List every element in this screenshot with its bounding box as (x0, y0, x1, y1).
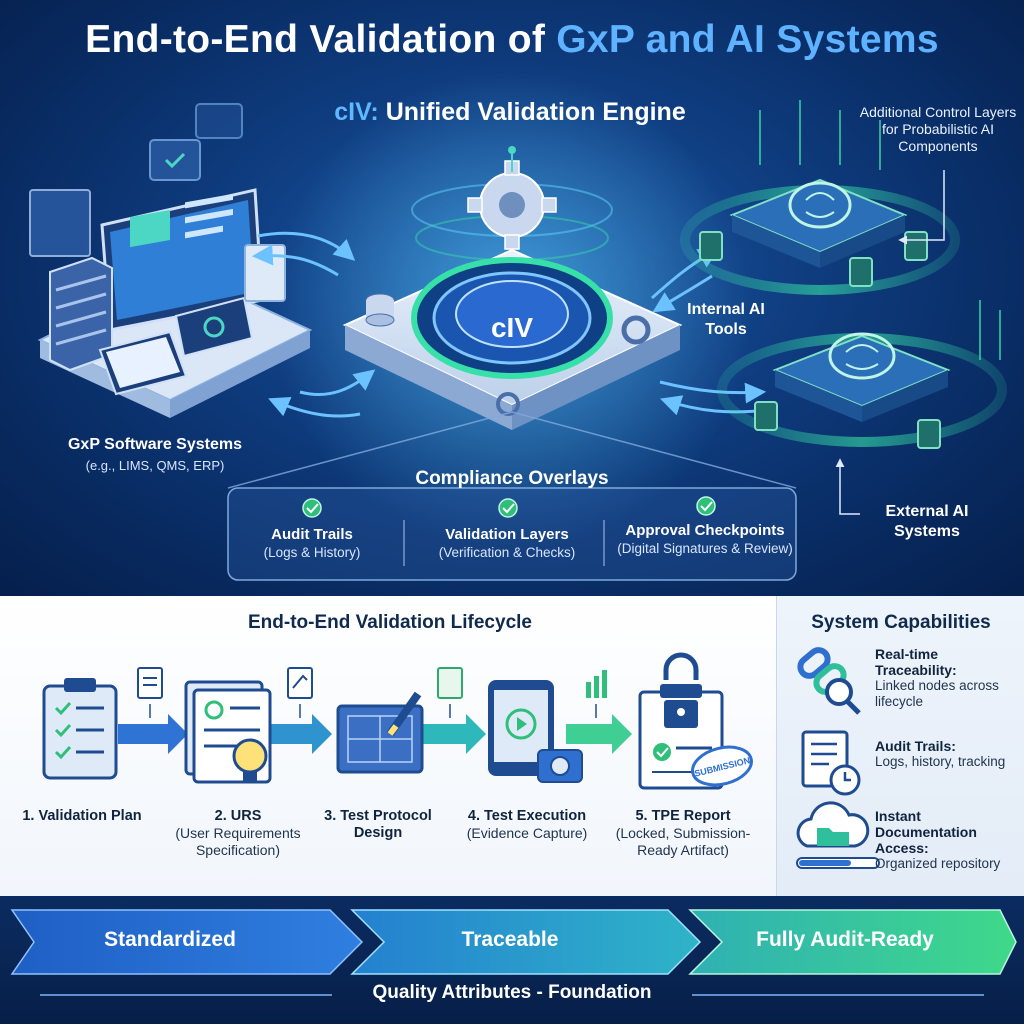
capability-sub: Logs, history, tracking (875, 754, 1006, 769)
compliance-item-title: Audit Trails (271, 526, 353, 543)
test-execution-icon (488, 680, 583, 783)
civ-core-label: cIV (490, 312, 534, 343)
document-icon (137, 667, 163, 718)
step-title: 4. Test Execution (467, 808, 587, 824)
tpe-report-icon: SUBMISSION (638, 652, 753, 790)
compliance-item-approval-checkpoints: Approval Checkpoints (Digital Signatures… (610, 522, 800, 557)
lifecycle-title: End-to-End Validation Lifecycle (248, 612, 532, 633)
capability-title: Instant Documentation Access: (875, 808, 977, 856)
external-ai-illustration (717, 300, 1007, 449)
step-sub: (User Requirements Specification) (175, 825, 301, 858)
compliance-title: Compliance Overlays (415, 468, 609, 489)
chevron-audit-ready (688, 909, 1017, 975)
quality-foundation-label: Quality Attributes - Foundation (372, 982, 652, 1003)
capabilities-icons (796, 647, 880, 869)
external-ai-label: External AI Systems (885, 503, 969, 540)
compliance-item-validation-layers: Validation Layers (Verification & Checks… (412, 526, 602, 561)
gxp-systems-illustration (29, 103, 313, 418)
page-title: End-to-End Validation of GxP and AI Syst… (0, 18, 1024, 62)
lifecycle-flow-arrows (118, 714, 632, 754)
architecture-section: End-to-End Validation of GxP and AI Syst… (0, 0, 1024, 596)
lifecycle-step-test-protocol: 3. Test Protocol Design (306, 808, 450, 842)
engine-title: cIV: Unified Validation Engine (300, 98, 720, 127)
step-title: 2. URS (214, 808, 262, 824)
engine-title-rest: Unified Validation Engine (378, 98, 686, 126)
lifecycle-step-tpe-report: 5. TPE Report (Locked, Submission-Ready … (598, 808, 768, 859)
link-search-icon (797, 647, 861, 715)
chart-icon (586, 670, 607, 718)
quality-attributes-band: Standardized Traceable Fully Audit-Ready… (0, 896, 1024, 1024)
validation-plan-icon (42, 678, 118, 780)
quality-audit-ready: Fully Audit-Ready (756, 928, 934, 951)
lifecycle-diagram: SUBMISSION (42, 652, 753, 790)
capabilities-panel: System Capabilities Real-time Traceabili… (776, 596, 1024, 896)
capability-traceability: Real-time Traceability: Linked nodes acr… (875, 646, 1021, 710)
internal-ai-illustration (680, 100, 960, 295)
engine-title-highlight: cIV: (334, 98, 379, 126)
test-protocol-icon (336, 691, 424, 774)
capability-documentation-access: Instant Documentation Access: Organized … (875, 808, 1021, 872)
document-clock-icon (801, 730, 861, 796)
chevron-traceable (350, 909, 702, 975)
cloud-folder-icon (796, 801, 880, 869)
step-sub: (Locked, Submission-Ready Artifact) (615, 825, 751, 858)
quality-chevrons (10, 909, 1017, 996)
civ-engine-illustration (342, 146, 683, 430)
lifecycle-step-urs: 2. URS (User Requirements Specification) (158, 808, 318, 859)
submission-stamp-icon: SUBMISSION (691, 745, 753, 787)
compliance-item-title: Validation Layers (445, 526, 569, 543)
step-title: 3. Test Protocol Design (324, 808, 432, 841)
compliance-item-sub: (Logs & History) (263, 545, 361, 560)
capabilities-title: System Capabilities (811, 612, 991, 633)
gxp-systems-title: GxP Software Systems (67, 436, 242, 453)
compliance-item-sub: (Digital Signatures & Review) (617, 541, 793, 556)
architecture-diagram (29, 70, 1007, 581)
lifecycle-step-validation-plan: 1. Validation Plan (12, 808, 152, 825)
additional-control-layers-label: Additional Control Layers for Probabilis… (859, 104, 1017, 154)
quality-standardized: Standardized (104, 928, 236, 951)
gxp-systems-subtitle: (e.g., LIMS, QMS, ERP) (85, 458, 225, 473)
document-icon (437, 667, 463, 718)
capability-sub: Organized repository (875, 856, 1001, 871)
compliance-item-sub: (Verification & Checks) (438, 545, 576, 560)
compliance-overlays-box (227, 411, 797, 581)
step-sub: (Evidence Capture) (466, 825, 588, 841)
document-icon (287, 667, 313, 718)
internal-ai-label: Internal AI Tools (687, 301, 765, 338)
compliance-item-title: Approval Checkpoints (625, 522, 785, 539)
title-main: End-to-End Validation of (85, 18, 557, 61)
lifecycle-step-test-execution: 4. Test Execution (Evidence Capture) (452, 808, 602, 842)
capability-sub: Linked nodes across lifecycle (875, 678, 999, 709)
step-title: 1. Validation Plan (22, 808, 142, 824)
capability-audit-trails: Audit Trails: Logs, history, tracking (875, 738, 1021, 770)
capability-title: Audit Trails: (875, 738, 956, 754)
compliance-item-audit-trails: Audit Trails (Logs & History) (232, 526, 392, 561)
chevron-standardized (10, 909, 364, 975)
step-title: 5. TPE Report (635, 808, 731, 824)
title-highlight: GxP and AI Systems (556, 18, 939, 61)
quality-traceable: Traceable (461, 928, 559, 951)
capability-title: Real-time Traceability: (875, 646, 957, 678)
urs-icon (184, 680, 272, 784)
lifecycle-section: SUBMISSION End-to-End Validation Lifecyc… (0, 596, 776, 896)
